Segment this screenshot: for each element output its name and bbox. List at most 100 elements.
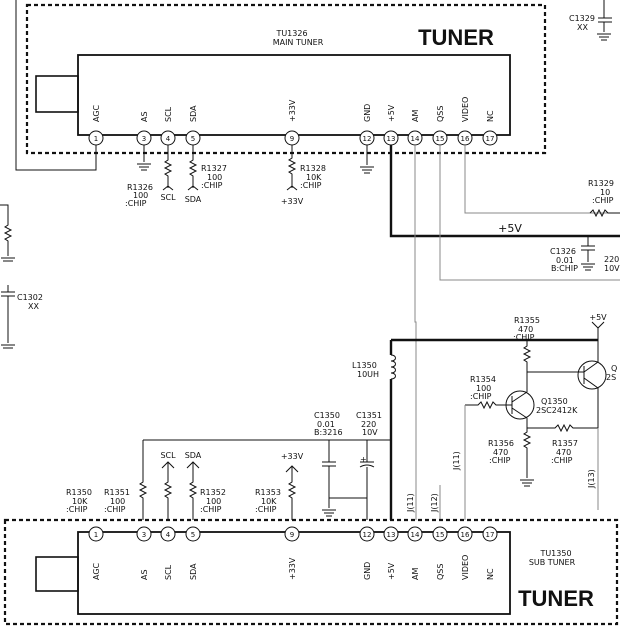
svg-text:B:CHIP: B:CHIP [551, 264, 578, 273]
l1350-inductor [390, 354, 396, 380]
sub-tuner-pin-label: +5V [387, 562, 396, 580]
svg-text:10K: 10K [72, 497, 88, 506]
ground-symbol [1, 344, 15, 349]
sub-tuner-pin-16 [457, 526, 473, 542]
svg-text:100: 100 [206, 497, 221, 506]
ground-symbol [597, 33, 611, 41]
left-edge-wire-top [15, 0, 97, 171]
svg-text::CHIP: :CHIP [255, 505, 277, 514]
main-tuner-pin-17 [482, 130, 498, 146]
c1351-label: C1351 [356, 411, 382, 420]
sub-tuner-pin-label: AM [411, 568, 420, 580]
svg-text:10K: 10K [306, 173, 322, 182]
sub-tuner-connector [35, 556, 79, 592]
c1326-label: C1326 [550, 247, 576, 256]
svg-text:2SC2412K: 2SC2412K [536, 406, 578, 415]
svg-text:XX: XX [577, 23, 588, 32]
r1352-label: R1352 [200, 488, 226, 497]
svg-text::CHIP: :CHIP [470, 392, 492, 401]
ground-symbol [520, 479, 534, 487]
svg-text::CHIP: :CHIP [489, 456, 511, 465]
sub-tuner-model: TU1350 [539, 549, 571, 558]
sub-tuner-pin-label: VIDEO [461, 555, 470, 580]
main-tuner-body [77, 54, 511, 136]
sub-tuner-pin-label: GND [363, 562, 372, 580]
sub-tuner-pin-label: AS [140, 569, 149, 580]
l1350-label: L1350 [352, 361, 377, 370]
r1350-label: R1350 [66, 488, 92, 497]
main-tuner-pin-number: 4 [166, 135, 171, 143]
svg-text::CHIP: :CHIP [513, 333, 535, 342]
svg-text::CHIP: :CHIP [125, 199, 147, 208]
main-tuner-pin-number: 3 [142, 135, 146, 143]
sub-tuner-pin-13 [383, 526, 399, 542]
c1329-label: C1329 [569, 14, 595, 23]
svg-text::CHIP: :CHIP [104, 505, 126, 514]
svg-text:XX: XX [28, 302, 39, 311]
main-tuner-pin-label: QSS [436, 106, 445, 122]
main-tuner-pin-number: 1 [94, 135, 98, 143]
svg-text:10V: 10V [362, 428, 378, 437]
sub-tuner-pin-17 [482, 526, 498, 542]
q-right-label: Q [611, 364, 617, 373]
svg-text:470: 470 [556, 448, 571, 457]
sub-tuner-pin-14 [407, 526, 423, 542]
main-tuner-pin-number: 17 [486, 135, 495, 143]
sub-tuner-pin-number: 16 [461, 531, 470, 539]
sub-tuner-pin-number: 12 [363, 531, 372, 539]
sub-tuner-pin-label: SDA [189, 563, 198, 580]
ground-symbol [360, 166, 374, 174]
main-tuner-name: MAIN TUNER [273, 38, 324, 47]
main-tuner-pin-label: AM [411, 110, 420, 122]
svg-text:220: 220 [361, 420, 376, 429]
sub-tuner-name: SUB TUNER [529, 558, 576, 567]
net-j12: J(12) [430, 493, 439, 513]
5v-rail [389, 145, 620, 238]
svg-text:470: 470 [518, 325, 533, 334]
ground-symbol [137, 163, 151, 171]
svg-text:10: 10 [600, 188, 610, 197]
sub-tuner-pin-number: 9 [290, 531, 294, 539]
sub-tuner-pin-number: 14 [411, 531, 420, 539]
main-tuner-pin-number: 12 [363, 135, 372, 143]
svg-text:B:3216: B:3216 [314, 428, 343, 437]
main-tuner-pin-number: 9 [290, 135, 294, 143]
svg-text::CHIP: :CHIP [300, 181, 322, 190]
svg-text:100: 100 [207, 173, 222, 182]
sub-tuner-pin-5 [185, 526, 201, 542]
net-j11b: J(11) [406, 493, 415, 513]
net-sda-main: SDA [185, 195, 202, 204]
svg-text:+: + [360, 455, 367, 464]
main-tuner-pin-number: 13 [387, 135, 396, 143]
main-tuner-pin-label: AGC [92, 104, 101, 122]
net-scl-main: SCL [160, 193, 176, 202]
sub-tuner-pin-label: NC [486, 568, 495, 580]
r1328-label: R1328 [300, 164, 326, 173]
sub-tuner-pin-number: 15 [436, 531, 445, 539]
r1329-label: R1329 [588, 179, 614, 188]
sub-tuner-pin-label: SCL [164, 564, 173, 580]
main-tuner-pin-number: 5 [191, 135, 195, 143]
r1354-label: R1354 [470, 375, 496, 384]
r1327-label: R1327 [201, 164, 227, 173]
main-tuner-pin-label: VIDEO [461, 97, 470, 122]
sub-tuner-pins: 1AGC3AS4SCL5SDA9+33V12GND13+5V14AM15QSS1… [88, 526, 498, 580]
svg-text::CHIP: :CHIP [201, 181, 223, 190]
main-tuner-pin-number: 14 [411, 135, 420, 143]
main-tuner-connector [35, 75, 79, 113]
net-j13: J(13) [587, 469, 596, 489]
main-tuner-pin-label: SCL [164, 106, 173, 122]
sub-tuner-title: TUNER [518, 586, 594, 611]
sub-tuner-pin-4 [160, 526, 176, 542]
sub-tuner-pin-3 [136, 526, 152, 542]
c1302-label: C1302 [17, 293, 43, 302]
svg-text:10V: 10V [604, 264, 620, 273]
svg-text:100: 100 [110, 497, 125, 506]
svg-text:100: 100 [476, 384, 491, 393]
main-tuner-pin-number: 16 [461, 135, 470, 143]
main-tuner-pin-label: +5V [387, 104, 396, 122]
svg-text::CHIP: :CHIP [551, 456, 573, 465]
svg-text:220: 220 [604, 255, 619, 264]
svg-text::CHIP: :CHIP [592, 196, 614, 205]
